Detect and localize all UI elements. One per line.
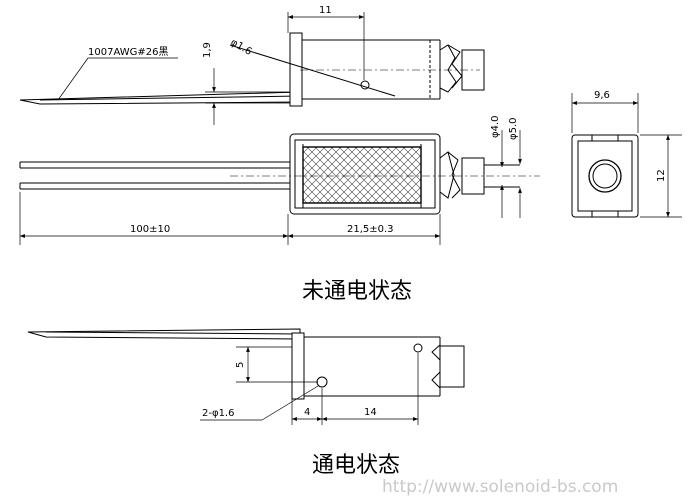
state-off-title: 未通电状态 bbox=[302, 279, 412, 304]
watermark: http://www.solenoid-bs.com bbox=[382, 477, 618, 497]
wire-spec-label: 1007AWG#26黑 bbox=[88, 46, 168, 58]
state-on-title: 通电状态 bbox=[312, 453, 400, 478]
dim-hole-pos-b: 14 bbox=[364, 407, 377, 418]
middle-front-view bbox=[19, 133, 540, 215]
dim-dia-outer: φ5.0 bbox=[508, 118, 519, 141]
dim-end-width: 9,6 bbox=[594, 90, 610, 101]
dim-holes: 2-φ1.6 bbox=[202, 408, 234, 419]
dim-side-offset: 1,9 bbox=[202, 42, 213, 58]
dim-hole-dia: φ1.6 bbox=[229, 37, 254, 58]
dim-end-height: 12 bbox=[656, 169, 667, 182]
dim-body-length: 21,5±0.3 bbox=[347, 224, 394, 235]
dim-top-width: 11 bbox=[319, 5, 332, 16]
bottom-side-view bbox=[27, 328, 465, 400]
dim-stroke: 5 bbox=[235, 362, 246, 368]
dim-hole-pos-a: 4 bbox=[304, 407, 310, 418]
end-view bbox=[571, 134, 639, 218]
top-side-view bbox=[19, 32, 485, 107]
dim-dia-inner: φ4.0 bbox=[490, 116, 501, 139]
dim-wire-length: 100±10 bbox=[130, 224, 170, 235]
